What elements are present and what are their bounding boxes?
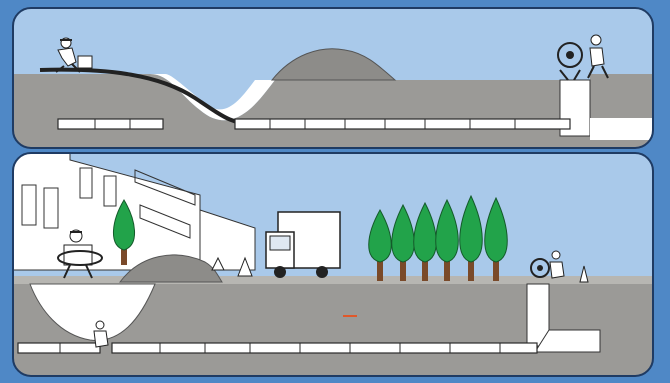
receiving-tunnel	[590, 118, 653, 140]
road-surface	[13, 276, 653, 284]
winch-worker-bottom	[530, 250, 565, 279]
tree-row	[368, 194, 508, 281]
ground-top	[13, 74, 653, 148]
winch-worker	[557, 34, 609, 81]
entry-pit	[29, 283, 156, 341]
panel-top-border	[12, 7, 654, 149]
pipe-string-bottom	[17, 342, 538, 354]
worker-with-coil	[57, 229, 103, 279]
pipe-string	[57, 118, 571, 130]
panel-bottom	[12, 152, 654, 377]
worker-in-pit	[93, 320, 109, 348]
exit-trench	[150, 74, 275, 121]
tree	[112, 199, 136, 265]
receiving-pit-bottom	[526, 283, 550, 347]
receiving-tunnel-bottom	[534, 329, 601, 353]
soil-pile	[119, 254, 223, 283]
marker	[343, 315, 357, 317]
worker-feeding-pipe	[55, 37, 93, 73]
panel-bottom-border	[12, 152, 654, 377]
traffic-cones	[211, 256, 589, 283]
panel-top	[12, 7, 654, 149]
delivery-truck	[265, 211, 341, 278]
soil-mound	[270, 48, 397, 81]
buildings	[13, 153, 256, 271]
